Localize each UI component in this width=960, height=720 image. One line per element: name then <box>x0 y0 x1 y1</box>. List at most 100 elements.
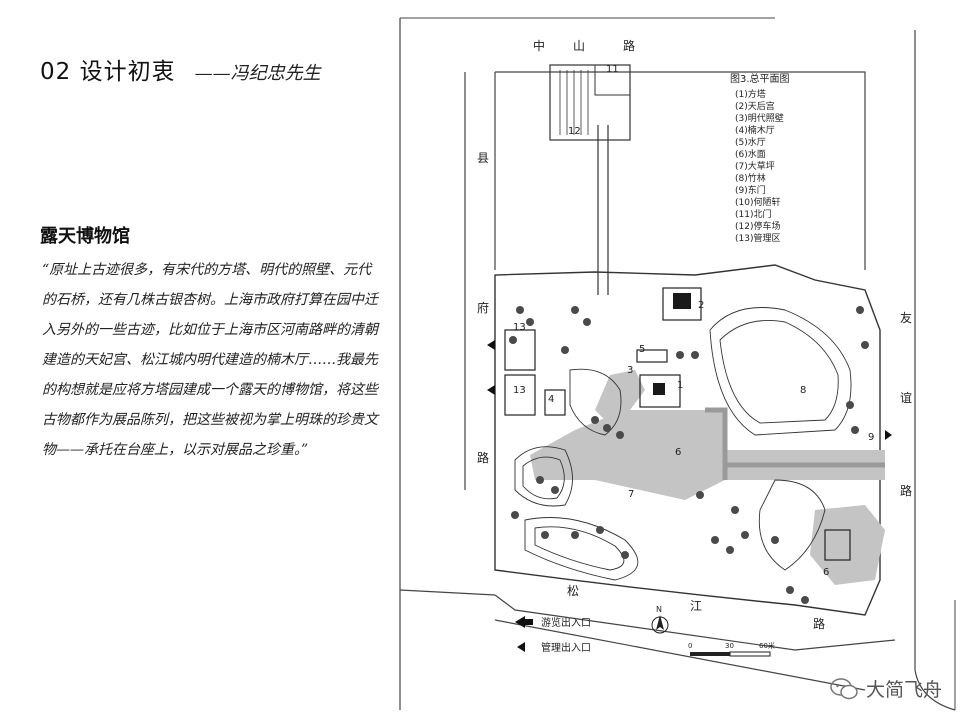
building-fangta-base <box>639 374 681 408</box>
scale-label: 60米 <box>759 641 775 650</box>
map-legend: 图3.总平面图 (1)方塔 (2)天后宫 (3)明代照壁 (4)楠木厅 (5)水… <box>730 72 790 244</box>
section-heading: 露天博物馆 <box>40 226 130 247</box>
area-number: 12 <box>568 126 581 137</box>
area-number: 9 <box>868 432 874 443</box>
quote-line: 的构想就是应将方塔园建成一个露天的博物馆，将这些 <box>42 382 378 398</box>
area-number: 3 <box>627 365 633 376</box>
watermark: 大简飞舟 <box>830 675 942 702</box>
road-char: 江 <box>690 599 702 613</box>
legend-items: (1)方塔 (2)天后宫 (3)明代照壁 (4)楠木厅 (5)水厅 (6)水面 … <box>735 88 784 244</box>
building-tianhougong-core <box>673 293 691 309</box>
road-char: 谊 <box>900 390 912 405</box>
quote-line: 物——承托在台座上，以示对展品之珍重。” <box>42 442 309 458</box>
building-helouxuan <box>824 529 851 561</box>
scale-label: 30 <box>725 642 734 650</box>
quote-block: “原址上古迹很多，有宋代的方塔、明代的照壁、元代 的石桥，还有几株古银杏树。上海… <box>42 255 442 465</box>
area-number: 5 <box>639 344 645 355</box>
legend-item: (7)大草坪 <box>735 160 775 172</box>
entrance-arrow <box>487 340 495 350</box>
road-char: 路 <box>813 616 825 631</box>
road-char: 路 <box>900 483 912 498</box>
page-title: 02 设计初衷 <box>40 59 176 85</box>
title-row: 02 设计初衷 ——冯纪忠先生 <box>40 52 321 86</box>
building-admin <box>504 374 536 416</box>
north-corridor <box>549 64 631 295</box>
area-number: 13 <box>513 322 526 333</box>
building-shuiting <box>636 349 668 363</box>
entrance-markers <box>487 340 892 440</box>
walkways <box>705 407 885 480</box>
road-edge <box>494 594 896 651</box>
water-area <box>810 505 885 585</box>
north-label: N <box>656 605 662 614</box>
management-entrance-icon <box>517 642 525 652</box>
quote-line: “原址上古迹很多，有宋代的方塔、明代的照壁、元代 <box>42 262 372 278</box>
road-char: 友 <box>900 311 912 325</box>
area-number: 8 <box>800 385 806 396</box>
visitor-entrance-icon-tail <box>525 619 533 625</box>
buildings <box>504 287 851 561</box>
road-char: 松 <box>567 584 579 598</box>
entrance-arrow <box>885 430 892 440</box>
water-area <box>530 410 725 500</box>
trees <box>509 306 869 604</box>
entrance-legend: 游览出入口 管理出入口 <box>515 616 591 654</box>
legend-item: (10)何陋轩 <box>735 196 780 208</box>
road-char: 府 <box>477 300 489 315</box>
legend-item: (9)东门 <box>735 184 766 196</box>
quote-line: 建造的天妃宫、松江城内明代建造的楠木厅……我最先 <box>42 352 378 368</box>
entrance-arrow <box>487 385 495 395</box>
visitor-entrance-label: 游览出入口 <box>541 616 591 629</box>
road-char: 路 <box>477 450 489 465</box>
water-area <box>595 370 645 430</box>
building-tianhougong <box>662 287 702 321</box>
area-number: 1 <box>677 380 683 391</box>
road-char: 路 <box>623 38 635 53</box>
legend-item: (13)管理区 <box>735 232 780 244</box>
wechat-icon <box>830 677 858 699</box>
legend-item: (12)停车场 <box>735 220 780 232</box>
road-edge <box>495 71 866 270</box>
road-edge <box>399 589 496 596</box>
quote-line: 古物都作为展品陈列，把这些被视为掌上明珠的珍贵文 <box>42 412 378 428</box>
page-author: ——冯纪忠先生 <box>194 63 321 84</box>
pagoda-core <box>653 383 665 395</box>
legend-item: (1)方塔 <box>735 88 766 100</box>
area-number: 11 <box>606 64 619 75</box>
parking-lot <box>549 64 631 141</box>
road-edge <box>494 619 866 691</box>
area-number: 6 <box>675 447 681 458</box>
building-admin <box>504 329 536 371</box>
contours <box>514 307 852 581</box>
road-edge <box>914 30 956 711</box>
visitor-entrance-icon <box>515 616 525 628</box>
watermark-text: 大简飞舟 <box>865 679 942 701</box>
area-numbers: 12 11 2 13 5 3 1 13 4 8 9 6 7 6 <box>513 64 874 578</box>
legend-item: (3)明代照壁 <box>735 112 784 124</box>
road-edges <box>399 30 956 711</box>
road-char: 中 <box>533 38 545 53</box>
scale-bar: 0 30 60米 <box>688 641 775 657</box>
legend-item: (5)水厅 <box>735 136 766 148</box>
road-labels: 中 山 路 县 府 路 友 谊 路 松 江 路 <box>477 38 912 631</box>
area-number: 13 <box>513 385 526 396</box>
road-char: 山 <box>573 39 585 53</box>
quote-line: 的石桥，还有几株古银杏树。上海市政府打算在园中迁 <box>42 292 378 308</box>
building-nanmuting <box>544 389 566 416</box>
area-number: 4 <box>548 394 554 405</box>
road-char: 县 <box>477 151 489 165</box>
quote-line: 入另外的一些古迹，比如位于上海市区河南路畔的清朝 <box>42 322 378 338</box>
legend-title: 图3.总平面图 <box>730 72 790 85</box>
site-plan-map: 图3.总平面图 (1)方塔 (2)天后宫 (3)明代照壁 (4)楠木厅 (5)水… <box>399 17 956 711</box>
legend-item: (11)北门 <box>735 208 771 220</box>
management-entrance-label: 管理出入口 <box>541 641 591 654</box>
legend-item: (6)水面 <box>735 148 766 160</box>
legend-item: (4)楠木厅 <box>735 124 775 136</box>
legend-item: (8)竹林 <box>735 172 766 184</box>
legend-item: (2)天后宫 <box>735 100 775 112</box>
area-number: 6 <box>823 567 829 578</box>
area-number: 2 <box>698 300 704 311</box>
north-arrow: N <box>651 605 669 634</box>
scale-label: 0 <box>688 642 692 650</box>
area-number: 7 <box>628 489 634 500</box>
